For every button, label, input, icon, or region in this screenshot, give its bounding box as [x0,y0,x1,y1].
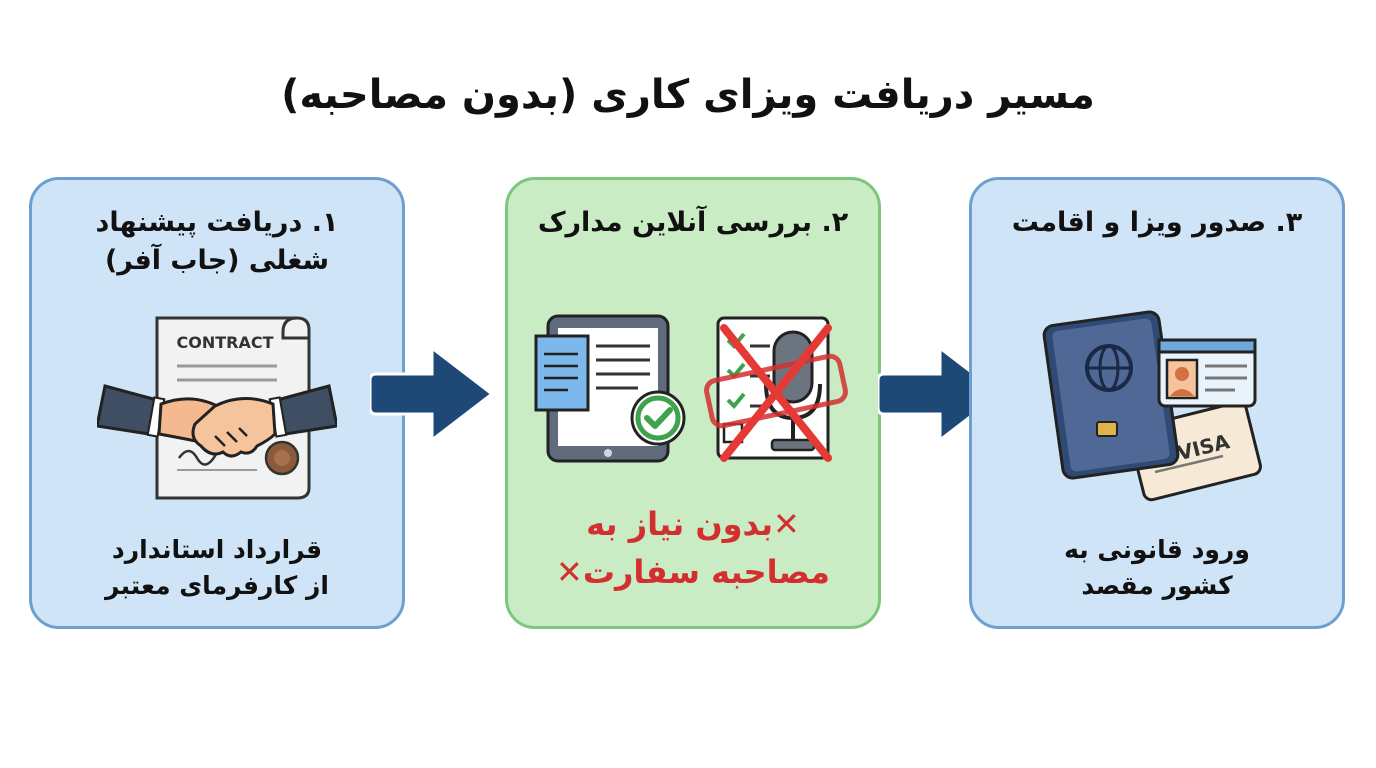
documents-illustration [534,314,848,463]
warning-line-2: مصاحبه سفارت✕ [556,553,830,591]
arrow-right-icon [370,344,495,444]
step-title: ۲. بررسی آنلاین مدارک [537,207,849,238]
cross-icon [720,324,832,462]
diagram-title: مسیر دریافت ویزای کاری (بدون مصاحبه) [281,72,1095,118]
step-title: ۱. دریافت پیشنهاد شغلی (جاب آفر) [95,207,339,276]
cross-icon: ✕ [556,553,583,591]
contract-handshake-illustration: CONTRACT [32,308,402,518]
cross-icon: ✕ [773,505,800,543]
contract-icon: CONTRACT [97,316,337,500]
step-title: ۳. صدور ویزا و اقامت [1011,207,1303,238]
passport-visa-illustration: VISA [972,304,1342,514]
step-card-visa-issuance: ۳. صدور ویزا و اقامت VISA [969,177,1345,629]
step-card-job-offer: ۱. دریافت پیشنهاد شغلی (جاب آفر) CONTRAC… [29,177,405,629]
step-description: قرارداد استاندارد از کارفرمای معتبر [105,535,329,601]
step-description: ورود قانونی به کشور مقصد [1064,535,1250,601]
warning-line-1: ✕بدون نیاز به [586,505,800,543]
online-review-illustration [508,306,878,476]
step-card-online-review: ۲. بررسی آنلاین مدارک [505,177,881,629]
passport-visa-icons: VISA [1042,310,1262,502]
checklist-microphone-icon [704,316,848,462]
check-icon [630,390,686,446]
id-card-icon [1157,338,1257,408]
passport-icon [1042,310,1180,480]
no-interview-warning: ✕بدون نیاز به مصاحبه سفارت✕ [518,500,868,596]
handshake-icon [97,384,337,458]
contract-label: CONTRACT [176,333,273,352]
